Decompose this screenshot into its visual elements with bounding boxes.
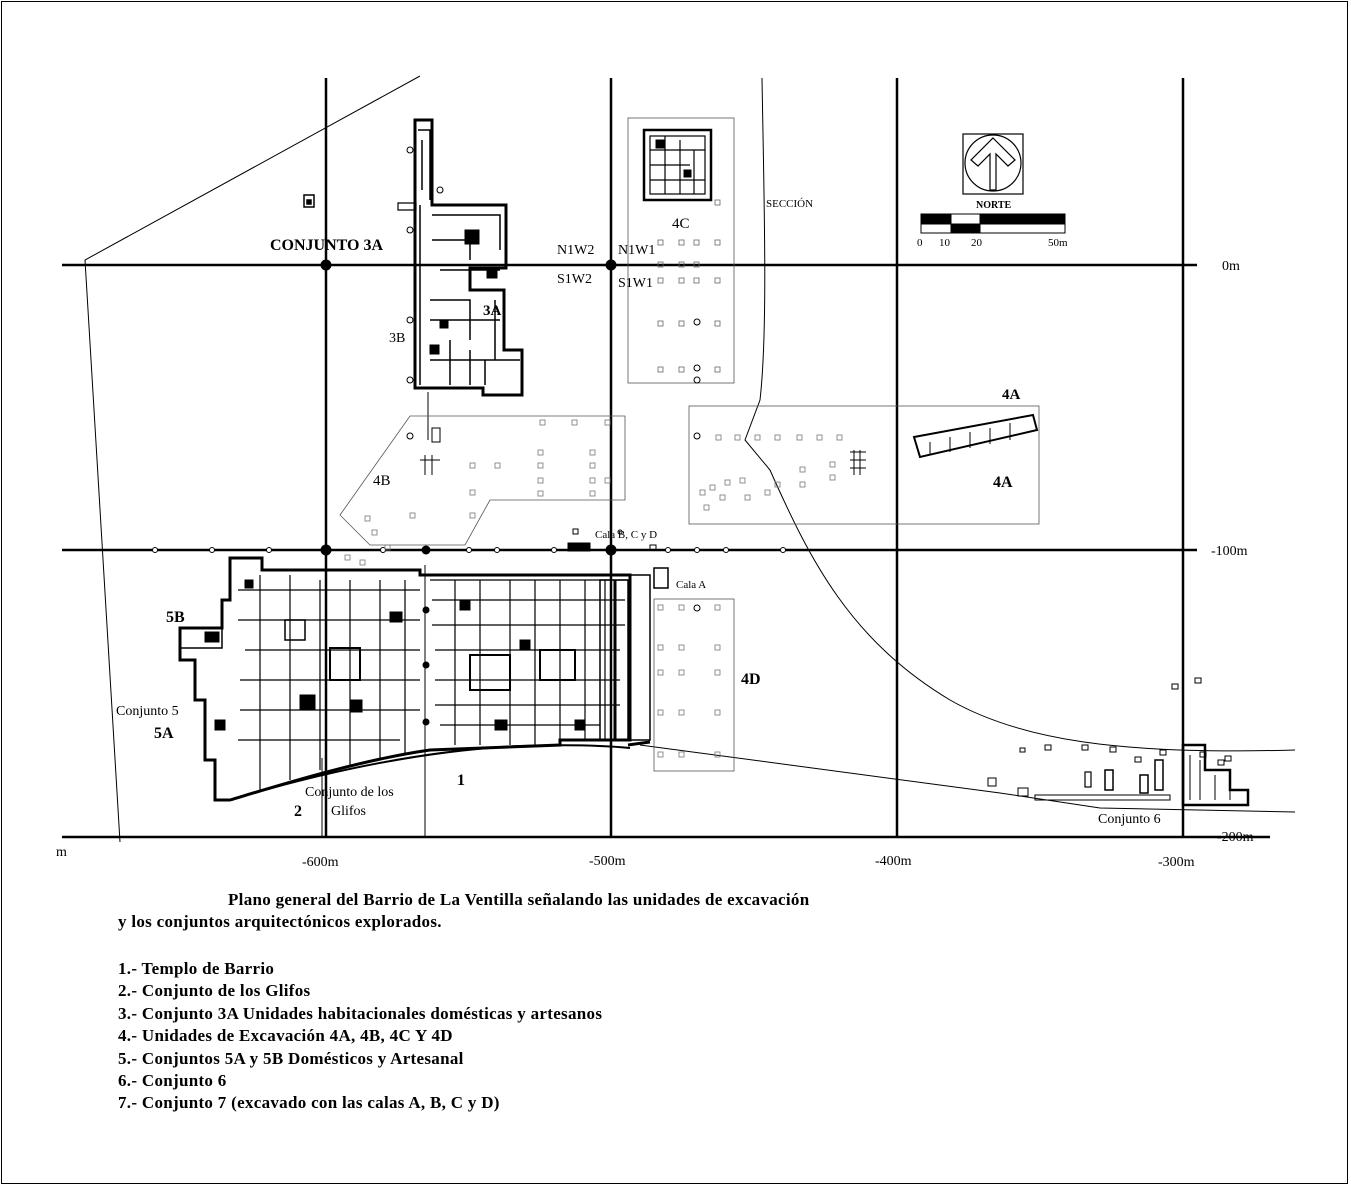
legend-item: 5.- Conjuntos 5A y 5B Domésticos y Artes… [118,1048,464,1068]
label-5b: 5B [166,609,185,626]
x-label-400m: -400m [875,854,912,869]
label-conjunto-6: Conjunto 6 [1098,812,1161,827]
grid-label-n1w1: N1W1 [618,243,655,258]
site-plan-map: CONJUNTO 3A 3A 3B N1W2 N1W1 S1W2 S1W1 4C… [56,75,1296,870]
unit-4d [653,598,735,772]
scale-label-0: 0 [917,237,923,249]
legend-item: 1.- Templo de Barrio [118,959,275,978]
legend-item: 2.- Conjunto de los Glifos [118,981,311,1001]
label-glifos-2: 2 [294,803,302,820]
grid-label-n1w2: N1W2 [557,243,594,258]
label-conjunto-5: Conjunto 5 [116,704,179,719]
label-seccion: SECCIÓN [766,198,813,210]
scale-label-10: 10 [939,237,951,249]
label-4c: 4C [672,216,690,232]
legend-item: 7.- Conjunto 7 (excavado con las calas A… [118,1093,500,1113]
scale-label-20: 20 [971,237,983,249]
main-complex [178,528,669,837]
label-3a: 3A [483,303,502,319]
small-structure-nw [303,194,315,208]
conjunto-3a-structure [397,118,524,443]
grid-label-s1w2: S1W2 [557,272,592,287]
legend-item: 6.- Conjunto 6 [118,1071,227,1091]
scale-bar [920,213,1066,234]
x-label-300m: -300m [1158,855,1195,870]
label-glifos-line2: Glifos [331,804,366,819]
legend-item: 3.- Conjunto 3A Unidades habitacionales … [118,1003,603,1023]
legend-list: 1.- Templo de Barrio 2.- Conjunto de los… [118,958,602,1115]
x-label-600m: -600m [302,855,339,870]
y-label-200m: -200m [1217,830,1254,845]
section-line [744,77,1296,752]
label-4a: 4A [993,474,1013,491]
street-line [639,744,1296,813]
unit-4b [339,415,626,566]
label-4a-top: 4A [1002,387,1021,403]
x-label-500m: -500m [589,854,626,869]
label-templo-1: 1 [457,772,465,789]
y-label-100m: -100m [1211,544,1248,559]
y-label-0m: 0m [1222,259,1240,274]
label-cala-a: Cala A [676,579,706,591]
grid-lines [62,78,1270,839]
scale-label-50m: 50m [1048,237,1068,249]
label-cala-bcd: Cala B, C y D [595,529,657,541]
survey-boundary [84,75,421,843]
conjunto-6-structure [987,677,1250,807]
unit-4a-area [688,405,1040,525]
grid-label-s1w1: S1W1 [618,276,653,291]
label-3b: 3B [389,331,405,346]
label-5a: 5A [154,725,174,742]
label-norte: NORTE [976,200,1012,211]
grid-stakes [152,547,786,553]
templo-boundary [229,744,631,801]
x-axis-unit: m [56,845,67,860]
label-glifos-line1: Conjunto de los [305,785,394,800]
label-4b: 4B [373,473,391,489]
caption-line-2: y los conjuntos arquitectónicos explorad… [118,912,442,931]
north-arrow-icon [962,133,1024,195]
grid-intersections [320,259,617,726]
label-4d: 4D [741,671,761,688]
legend-item: 4.- Unidades de Excavación 4A, 4B, 4C Y … [118,1026,453,1046]
unit-4c [627,117,735,384]
label-conjunto-3a: CONJUNTO 3A [270,237,383,254]
caption-line-1: Plano general del Barrio de La Ventilla … [228,890,810,909]
